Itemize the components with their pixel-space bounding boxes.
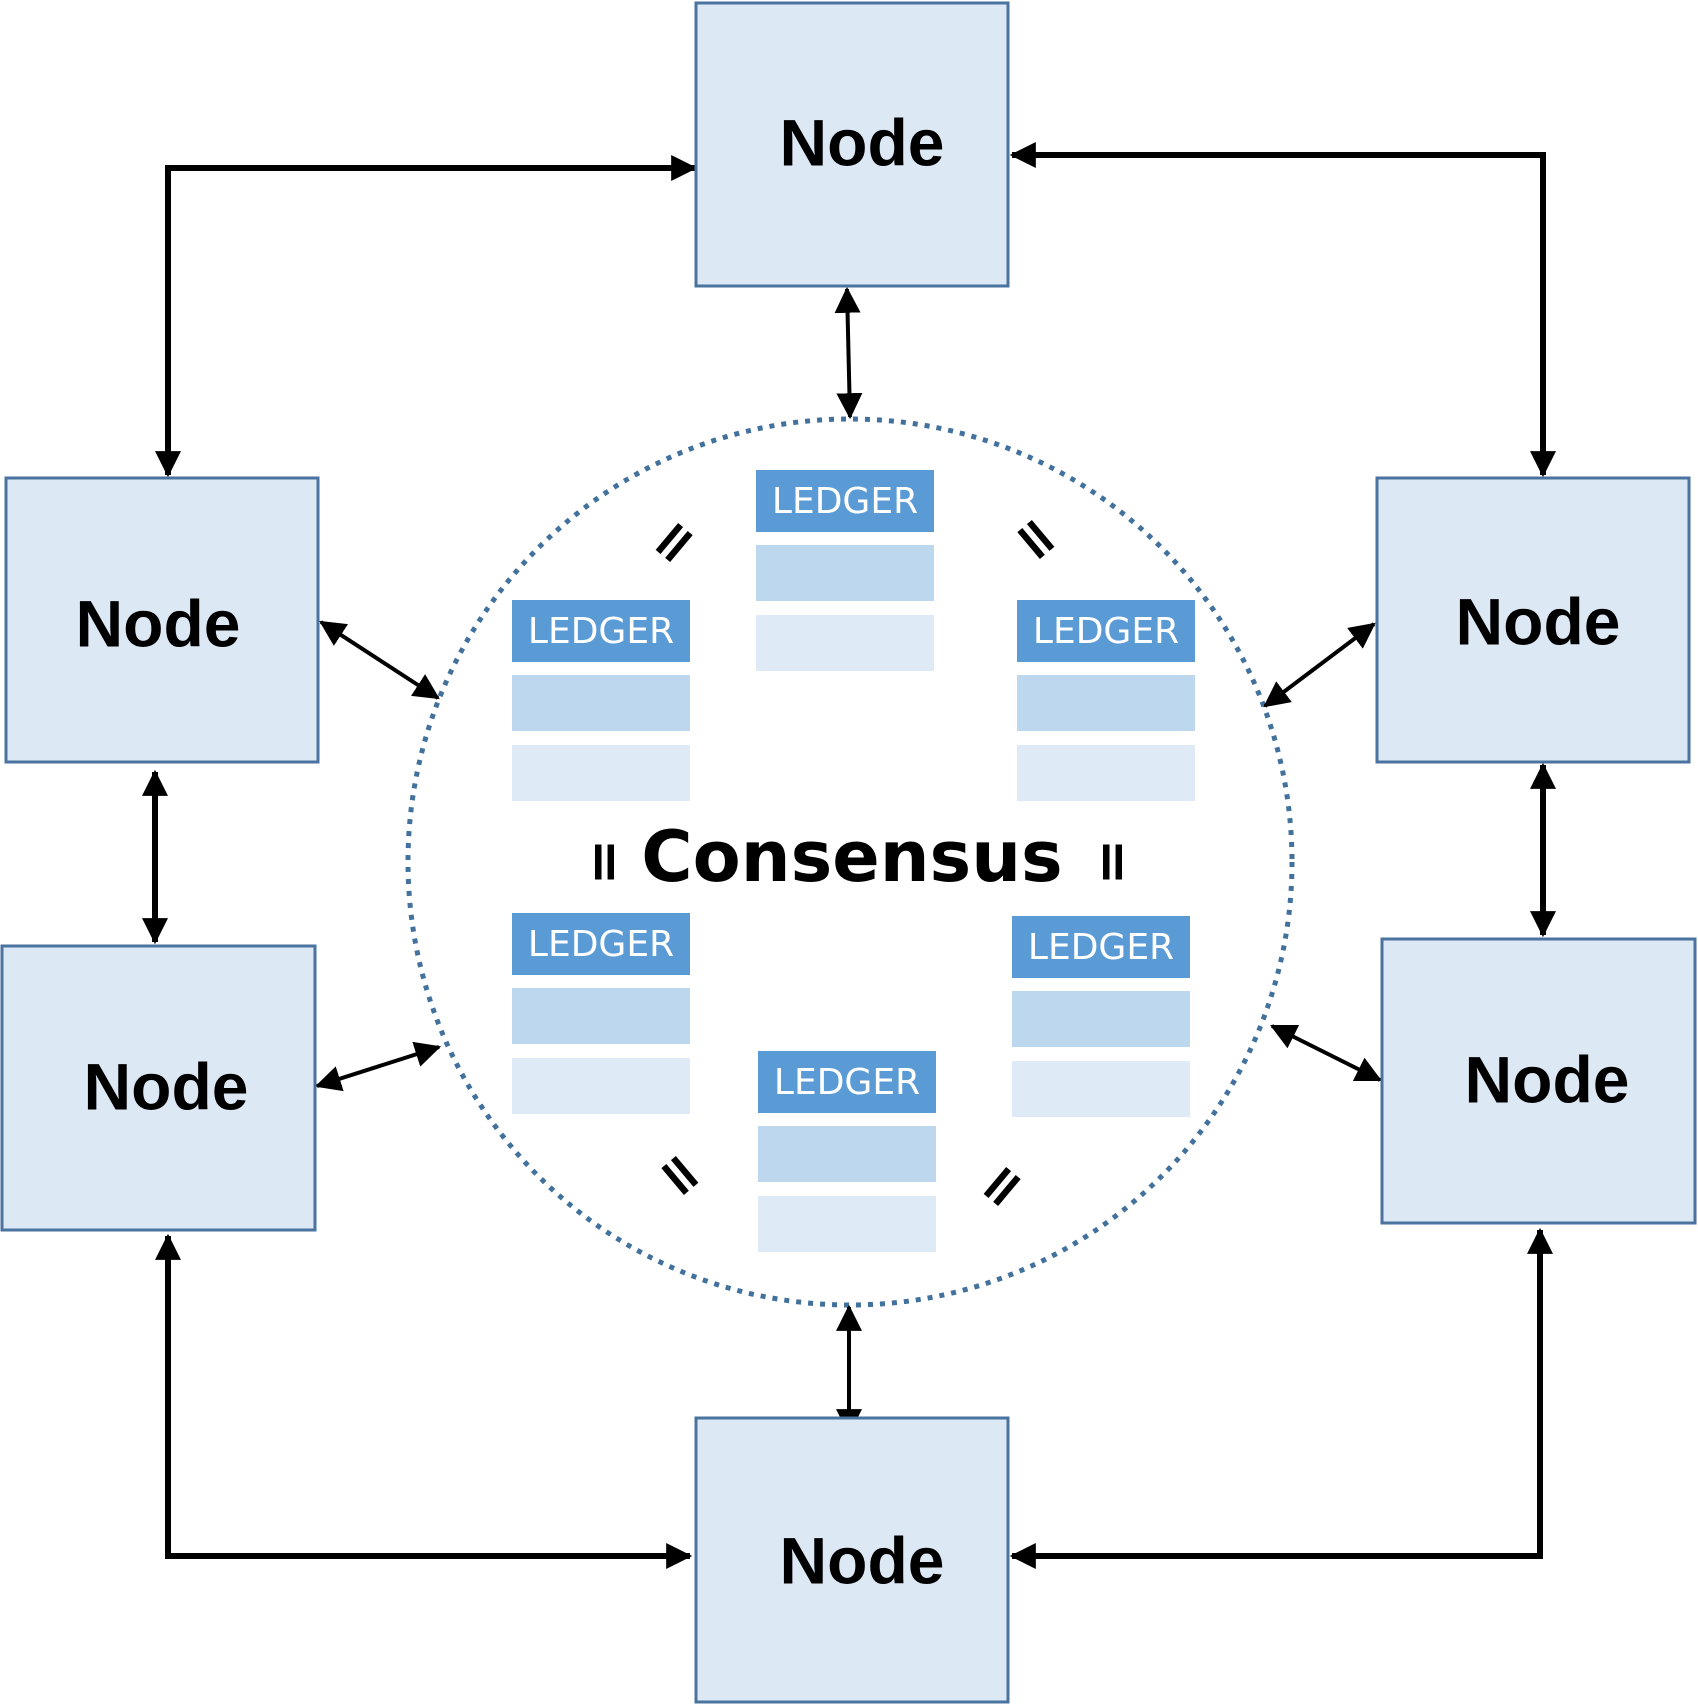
equals-sign: = bbox=[573, 839, 638, 886]
node-label: Node bbox=[84, 1049, 249, 1123]
spoke-upper-left bbox=[319, 620, 440, 700]
connector-lower-right-bottom bbox=[1009, 1227, 1553, 1569]
node-top: Node bbox=[694, 1, 1010, 288]
ring-connectors bbox=[142, 142, 1556, 1569]
spoke-top bbox=[834, 286, 863, 420]
consensus-circle bbox=[405, 416, 1295, 1308]
equals-sign: = bbox=[1081, 839, 1146, 886]
node-label: Node bbox=[1456, 584, 1621, 658]
ledger-lower-left: LEDGER bbox=[512, 913, 690, 1114]
ledger-label: LEDGER bbox=[772, 481, 918, 522]
ledger-top: LEDGER bbox=[756, 470, 934, 671]
consensus-label: Consensus bbox=[641, 816, 1062, 898]
connector-top-upper-right bbox=[1009, 142, 1556, 478]
ledger-label: LEDGER bbox=[1033, 611, 1179, 652]
node-upper-right: Node bbox=[1375, 476, 1691, 764]
ledger-label: LEDGER bbox=[528, 611, 674, 652]
ledger-upper-right: LEDGER bbox=[1017, 600, 1195, 801]
node-bottom: Node bbox=[694, 1416, 1010, 1704]
node-lower-right: Node bbox=[1380, 937, 1697, 1225]
ledger-lower-right: LEDGER bbox=[1012, 916, 1190, 1117]
node-label: Node bbox=[780, 105, 945, 179]
connector-top-upper-left bbox=[155, 155, 698, 478]
spoke-lower-left bbox=[314, 1041, 442, 1092]
spoke-upper-right bbox=[1263, 622, 1376, 708]
ledger-label: LEDGER bbox=[774, 1062, 920, 1103]
equals-sign: = bbox=[633, 503, 713, 581]
node-upper-left: Node bbox=[4, 476, 320, 764]
ledger-label: LEDGER bbox=[528, 924, 674, 965]
equals-sign: = bbox=[997, 500, 1077, 578]
node-label: Node bbox=[1465, 1042, 1630, 1116]
consensus-spokes bbox=[314, 286, 1382, 1436]
ledger-label: LEDGER bbox=[1028, 927, 1174, 968]
node-lower-left: Node bbox=[0, 944, 317, 1232]
ledger-upper-left: LEDGER bbox=[512, 600, 690, 801]
equals-sign: = bbox=[961, 1147, 1041, 1225]
node-label: Node bbox=[780, 1523, 945, 1597]
equals-sign: = bbox=[641, 1136, 721, 1214]
node-label: Node bbox=[76, 586, 241, 660]
connector-lower-left-bottom bbox=[155, 1233, 693, 1569]
spoke-lower-right bbox=[1270, 1024, 1382, 1082]
ledger-bottom: LEDGER bbox=[758, 1051, 936, 1252]
